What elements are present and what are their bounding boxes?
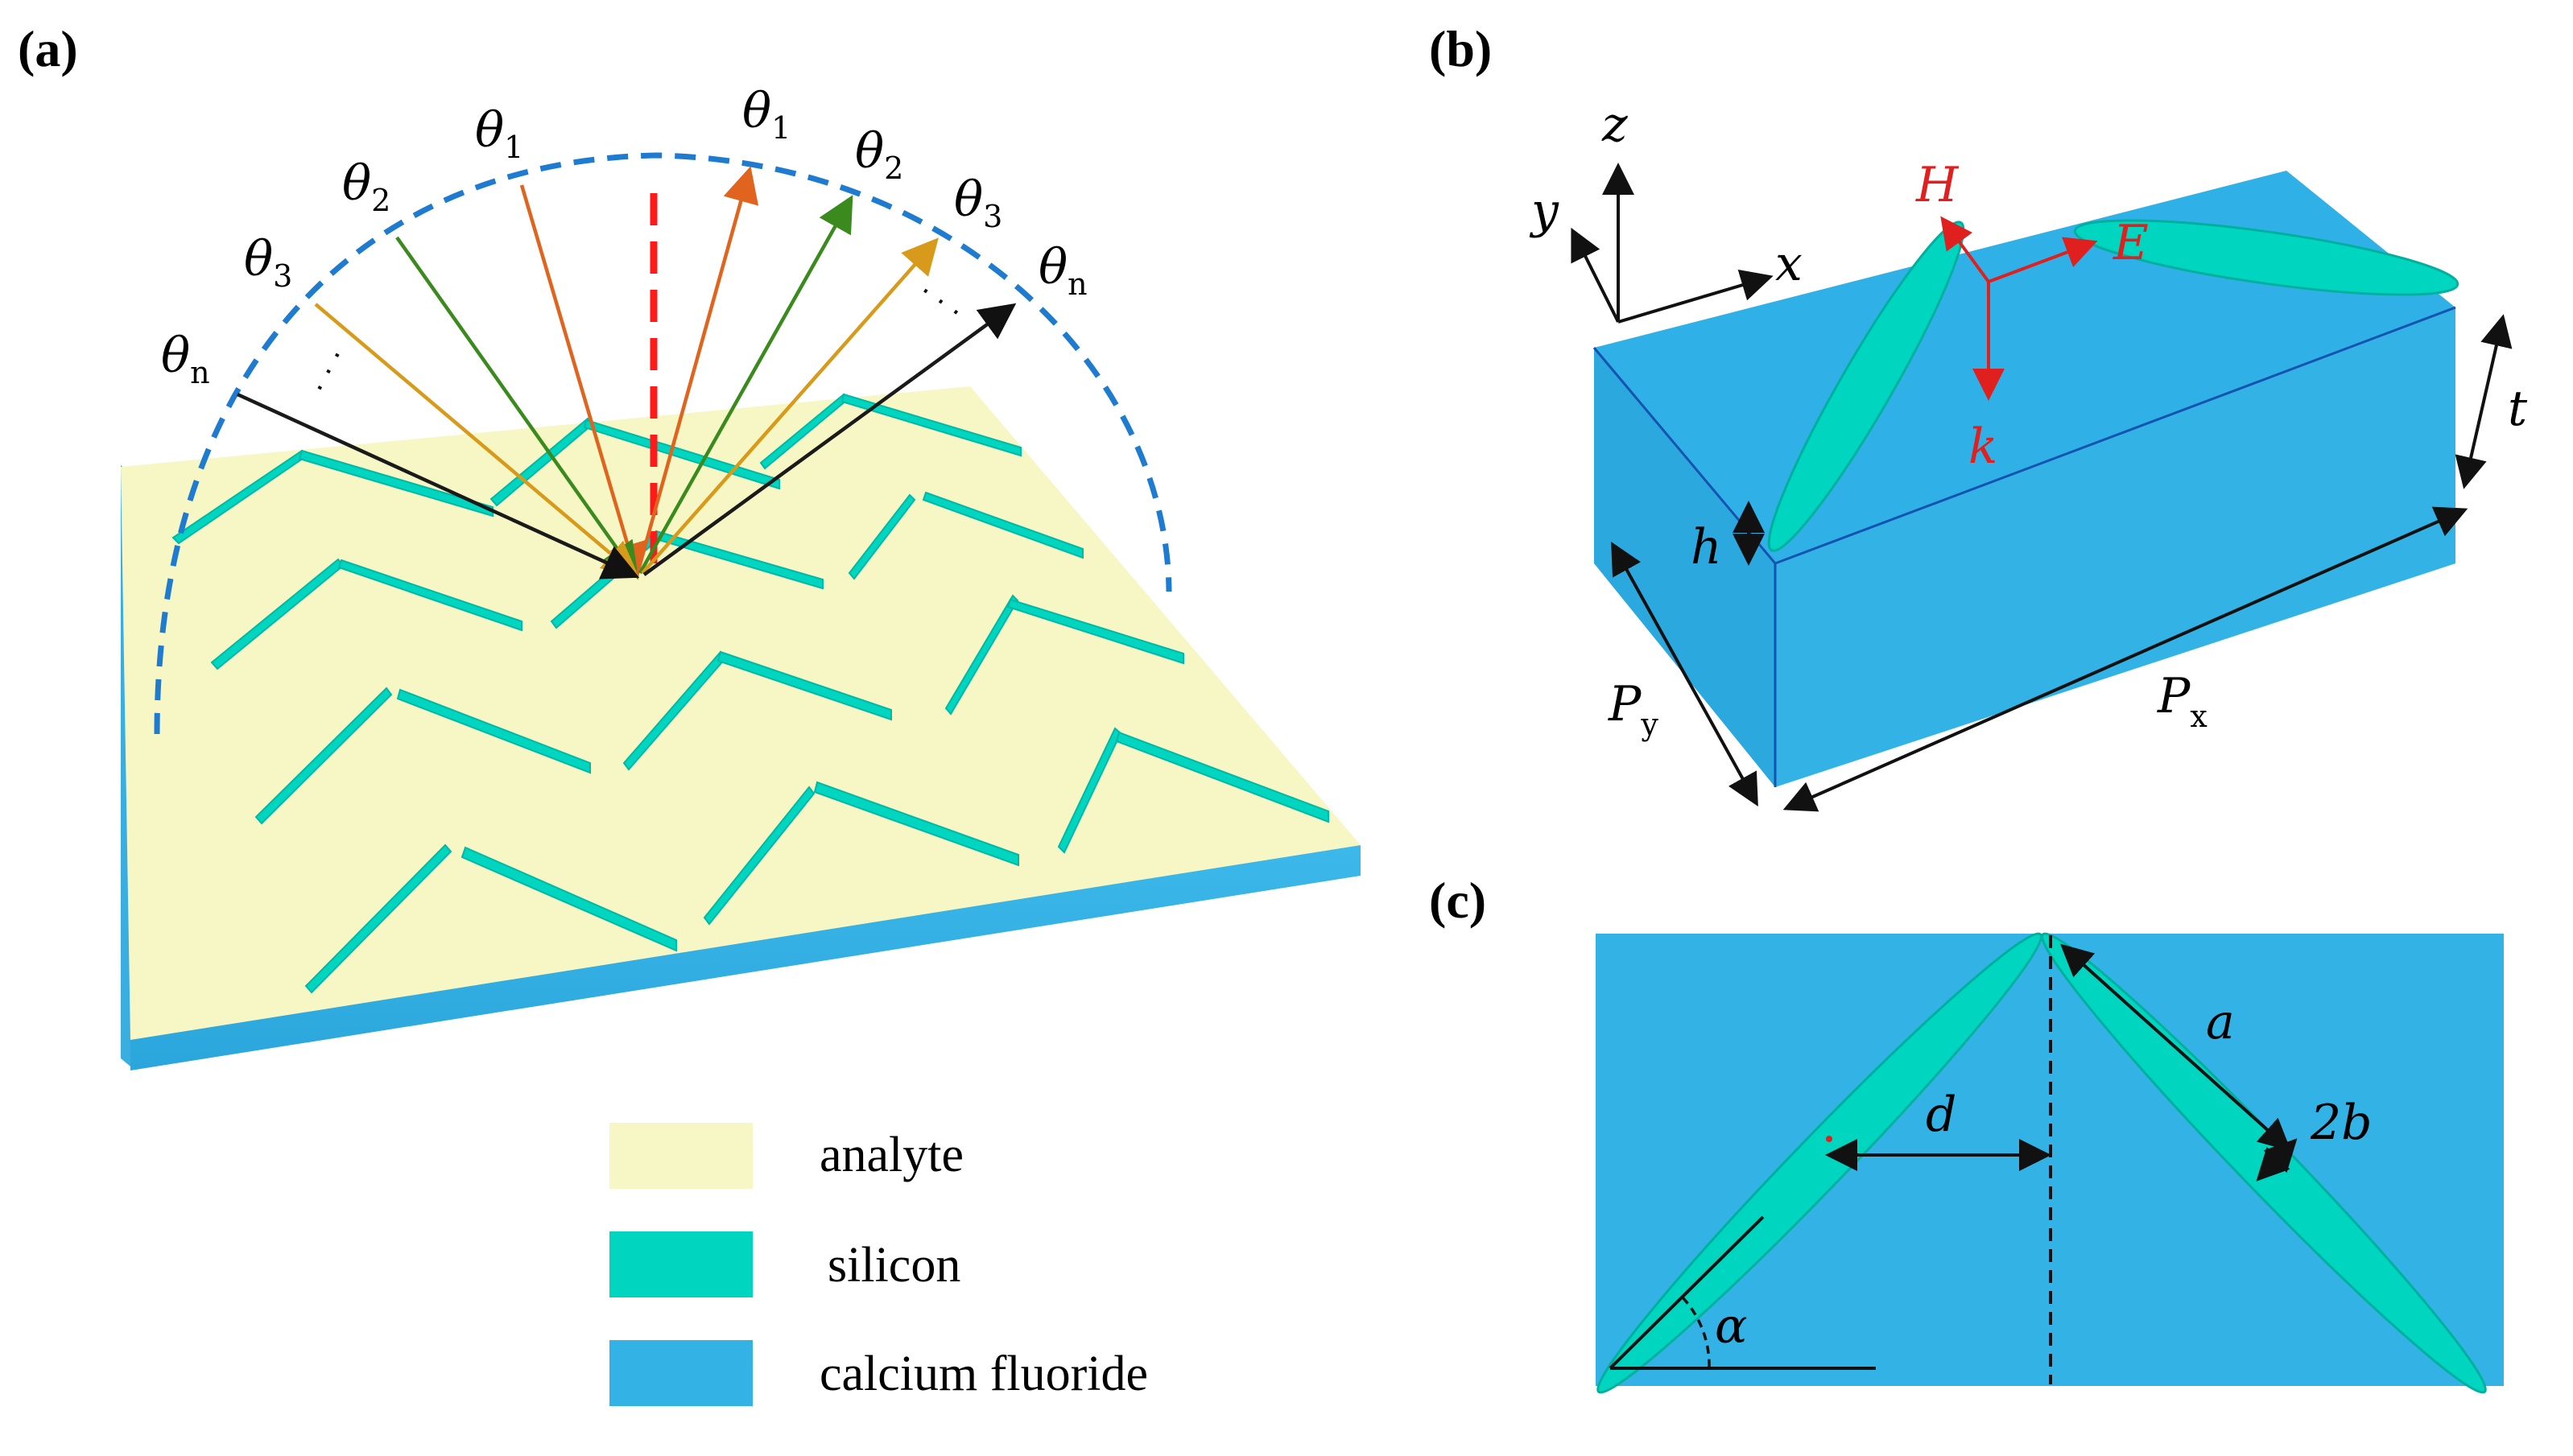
antenna-right bbox=[1006, 598, 1184, 665]
antenna-left bbox=[944, 594, 1019, 716]
antenna-right bbox=[460, 846, 677, 952]
panel-a-label: (a) bbox=[18, 20, 78, 77]
antenna-right bbox=[840, 393, 1022, 457]
angle-label-right-theta2: θ2 bbox=[855, 123, 903, 186]
ellipsis-right: · · · bbox=[912, 275, 968, 328]
reflected-ray-theta1 bbox=[635, 166, 759, 574]
incident-rays bbox=[237, 184, 646, 580]
e-field-arrow bbox=[1988, 237, 2098, 283]
legend: analyte silicon calcium fluoride bbox=[609, 1123, 1148, 1406]
antenna-left bbox=[254, 687, 393, 825]
2b-dimension bbox=[2256, 1138, 2298, 1182]
h-field-arrow bbox=[1940, 216, 1990, 283]
incident-ray-theta1 bbox=[519, 184, 646, 580]
silicon-antenna-left-top bbox=[1596, 932, 2042, 1394]
panel-b: (b) z y x H E k bbox=[1429, 20, 2528, 812]
incident-ray-theta3 bbox=[314, 303, 639, 578]
reflected-rays bbox=[635, 166, 1017, 576]
label-2b: 2b bbox=[2310, 1095, 2373, 1151]
t-dimension bbox=[2455, 314, 2513, 489]
alpha-slant-line bbox=[1609, 1215, 1765, 1370]
dashed-arc bbox=[154, 152, 1172, 735]
incident-ray-thetan bbox=[237, 392, 640, 580]
antenna-right bbox=[813, 781, 1019, 867]
legend-label-calcium-fluoride: calcium fluoride bbox=[820, 1347, 1148, 1401]
axis-label-x: x bbox=[1775, 236, 1803, 292]
dim-label-h: h bbox=[1691, 519, 1722, 575]
antenna-right bbox=[337, 559, 522, 632]
antenna-left bbox=[304, 843, 452, 994]
reflected-ray-thetan bbox=[642, 303, 1017, 576]
antenna-right bbox=[922, 491, 1084, 559]
angle-label-left-theta2: θ2 bbox=[342, 155, 390, 218]
label-d: d bbox=[1926, 1087, 1956, 1143]
y-axis bbox=[1571, 227, 1620, 323]
legend-label-silicon: silicon bbox=[828, 1238, 960, 1293]
dim-label-py: Py bbox=[1608, 676, 1658, 742]
antenna-left bbox=[703, 786, 816, 926]
silicon-antenna-array bbox=[171, 393, 1329, 994]
panel-c: (c) α d a 2b bbox=[1429, 872, 2504, 1394]
reflected-ray-theta3 bbox=[641, 237, 939, 575]
legend-label-analyte: analyte bbox=[820, 1128, 964, 1182]
legend-swatch-calcium-fluoride bbox=[609, 1340, 753, 1406]
alpha-arc bbox=[1681, 1296, 1711, 1369]
angle-label-right-theta3: θ3 bbox=[954, 171, 1002, 234]
legend-swatch-silicon bbox=[609, 1231, 753, 1297]
label-a: a bbox=[2206, 994, 2235, 1050]
dimension-arrows bbox=[1611, 314, 2513, 812]
x-axis bbox=[1617, 269, 1774, 324]
antenna-right bbox=[396, 688, 591, 774]
angle-label-right-theta1: θ1 bbox=[742, 83, 791, 146]
field-label-e: E bbox=[2113, 215, 2149, 271]
field-label-h: H bbox=[1915, 157, 1960, 213]
py-dimension bbox=[1611, 542, 1758, 806]
reflected-ray-theta2 bbox=[638, 195, 853, 575]
incident-ray-theta2 bbox=[395, 236, 639, 580]
angle-label-left-theta1: θ1 bbox=[475, 102, 523, 165]
antenna-right bbox=[298, 449, 494, 518]
dim-label-t: t bbox=[2508, 381, 2528, 437]
coordinate-axes bbox=[1571, 163, 1774, 324]
substrate-slab bbox=[121, 386, 1361, 1070]
field-label-k: k bbox=[1968, 419, 1997, 475]
caf2-front-side bbox=[130, 845, 1361, 1070]
ellipsis-left: · · · bbox=[304, 344, 354, 400]
dim-label-px: Px bbox=[2157, 668, 2207, 734]
panel-c-label: (c) bbox=[1429, 872, 1486, 929]
angle-label-right-thetan: θn bbox=[1039, 239, 1088, 302]
panel-b-label: (b) bbox=[1429, 20, 1492, 77]
field-vectors bbox=[1940, 216, 2098, 401]
antenna-left bbox=[848, 493, 916, 580]
panel-a: (a) bbox=[18, 20, 1361, 1406]
axis-label-z: z bbox=[1601, 97, 1628, 153]
antenna-right bbox=[1115, 731, 1329, 823]
antenna-right bbox=[717, 650, 892, 721]
angle-label-left-thetan: θn bbox=[161, 328, 210, 390]
axis-label-y: y bbox=[1529, 183, 1559, 239]
analyte-layer bbox=[121, 386, 1361, 1040]
angle-label-left-theta3: θ3 bbox=[244, 231, 292, 294]
px-dimension bbox=[1782, 506, 2468, 812]
antenna-center-dot bbox=[1826, 1136, 1832, 1142]
angle-labels: θ1 θ2 θ3 θn θ1 θ2 θ3 θn bbox=[161, 83, 1088, 390]
legend-swatch-analyte bbox=[609, 1123, 753, 1189]
silicon-antenna-right bbox=[2073, 219, 2459, 296]
label-alpha: α bbox=[1715, 1298, 1748, 1355]
a-dimension bbox=[2060, 943, 2291, 1152]
